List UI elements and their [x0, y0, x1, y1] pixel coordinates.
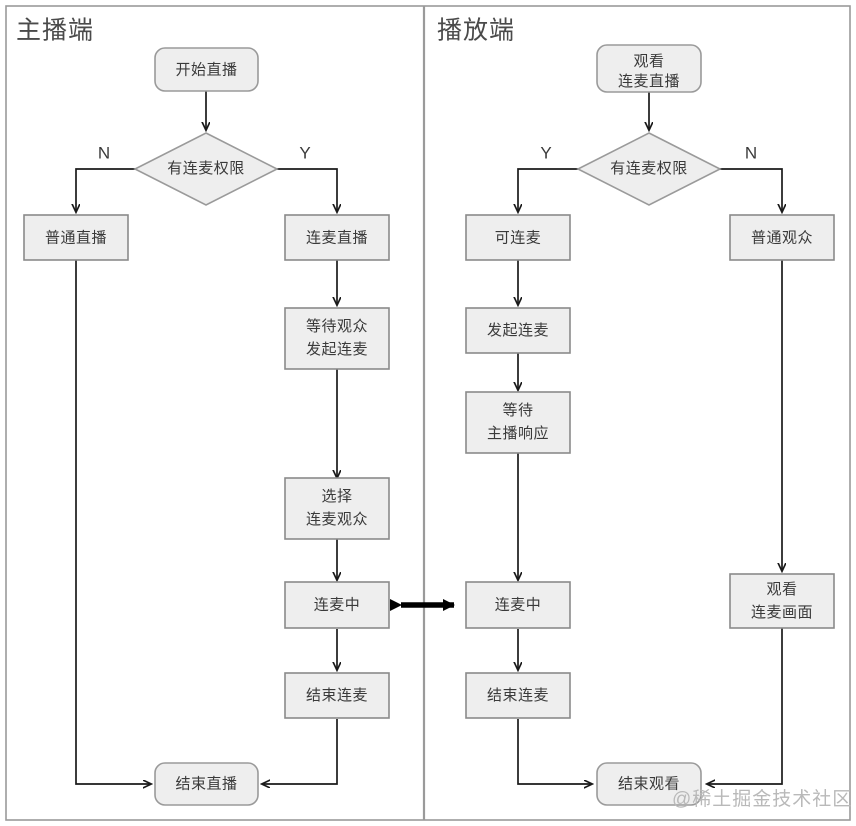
node-label-anchor-start: 开始直播: [175, 61, 237, 78]
diagram-frame: [5, 5, 851, 821]
edge-player-end-mic-to-end-watch: [517, 719, 592, 784]
edge-group-anchor: [76, 91, 337, 784]
node-label-anchor-in-mic: 连麦中: [314, 596, 361, 613]
node-label-player-can-mic: 可连麦: [495, 229, 542, 246]
node-label-player-in-mic: 连麦中: [495, 596, 542, 613]
node-anchor-select-audience[interactable]: 选择 连麦观众: [284, 477, 390, 540]
node-label-anchor-end-live: 结束直播: [175, 775, 237, 792]
node-player-can-mic[interactable]: 可连麦: [465, 214, 571, 261]
edge-end-mic-to-end-live: [262, 719, 338, 784]
node-player-watch-mic[interactable]: 观看 连麦画面: [729, 573, 835, 629]
edge-decision-to-mic-live: [276, 168, 337, 212]
node-anchor-mic-live[interactable]: 连麦直播: [284, 214, 390, 261]
node-anchor-in-mic[interactable]: 连麦中: [284, 581, 390, 629]
node-anchor-decision[interactable]: 有连麦权限: [133, 132, 279, 206]
panel-title-player: 播放端: [437, 17, 515, 45]
edge-group-player: [518, 92, 782, 784]
node-label-player-start-line1: 观看: [633, 53, 664, 70]
branch-label-player-right: N: [745, 143, 757, 162]
node-label-player-wait-anchor-line1: 等待: [502, 401, 533, 419]
branch-label-player-left: Y: [540, 143, 551, 162]
node-label-anchor-normal-live: 普通直播: [45, 229, 107, 246]
node-label-anchor-select-audience-line2: 连麦观众: [306, 511, 368, 528]
node-label-anchor-wait-audience-line1: 等待观众: [306, 317, 368, 335]
node-label-player-end-watch: 结束观看: [618, 775, 680, 792]
node-player-end-mic[interactable]: 结束连麦: [465, 672, 571, 719]
node-label-anchor-wait-audience-line2: 发起连麦: [306, 341, 368, 358]
node-label-anchor-select-audience-line1: 选择: [321, 488, 352, 505]
node-label-anchor-decision: 有连麦权限: [167, 160, 245, 177]
node-player-in-mic[interactable]: 连麦中: [465, 581, 571, 629]
node-label-anchor-mic-live: 连麦直播: [306, 229, 368, 246]
node-label-player-decision: 有连麦权限: [610, 160, 688, 177]
node-label-player-watch-mic-line2: 连麦画面: [751, 604, 813, 621]
node-label-player-end-mic: 结束连麦: [487, 687, 549, 704]
node-label-player-watch-mic-line1: 观看: [766, 581, 797, 598]
node-label-player-start-mic: 发起连麦: [487, 322, 549, 339]
edge-watch-mic-to-end-watch: [707, 628, 783, 784]
edge-normal-live-to-end-live: [75, 260, 151, 784]
node-anchor-wait-audience[interactable]: 等待观众 发起连麦: [284, 307, 390, 370]
edge-player-decision-to-can-mic: [518, 168, 579, 212]
watermark-label: @稀土掘金技术社区: [672, 788, 852, 810]
node-anchor-end-mic[interactable]: 结束连麦: [284, 672, 390, 719]
node-player-start[interactable]: 观看 连麦直播: [596, 44, 702, 93]
edge-decision-to-normal-live: [76, 168, 136, 212]
node-player-normal-viewer[interactable]: 普通观众: [729, 214, 835, 261]
node-player-wait-anchor[interactable]: 等待 主播响应: [465, 391, 571, 454]
edge-player-decision-to-normal-viewer: [719, 168, 782, 212]
branch-label-anchor-left: N: [98, 143, 110, 162]
node-player-start-mic[interactable]: 发起连麦: [465, 307, 571, 354]
node-anchor-start[interactable]: 开始直播: [154, 47, 259, 92]
branch-label-anchor-right: Y: [299, 143, 310, 162]
node-label-player-normal-viewer: 普通观众: [751, 229, 813, 246]
node-anchor-normal-live[interactable]: 普通直播: [23, 214, 129, 261]
node-label-anchor-end-mic: 结束连麦: [306, 687, 368, 704]
panel-title-anchor: 主播端: [16, 17, 94, 45]
node-player-decision[interactable]: 有连麦权限: [576, 132, 722, 206]
node-label-player-wait-anchor-line2: 主播响应: [487, 424, 549, 442]
node-label-player-start-line2: 连麦直播: [618, 73, 680, 90]
node-player-end-watch[interactable]: 结束观看: [596, 762, 702, 806]
node-anchor-end-live[interactable]: 结束直播: [154, 762, 259, 806]
